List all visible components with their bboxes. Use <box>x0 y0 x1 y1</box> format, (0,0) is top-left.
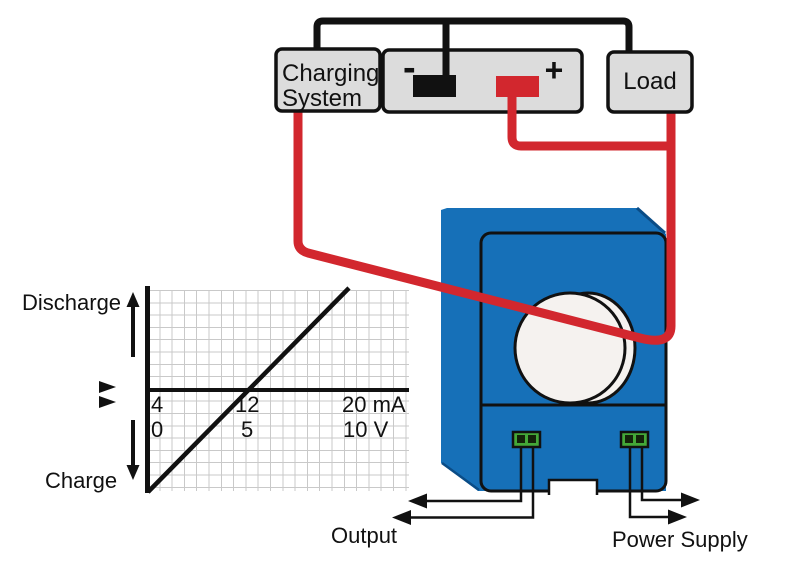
load-label: Load <box>623 68 676 95</box>
left-arrow-icon <box>392 510 411 525</box>
discharge-label: Discharge <box>22 290 121 315</box>
current-sensor <box>392 206 700 525</box>
right-arrow-icon <box>681 492 700 508</box>
tick-10v: 10 V <box>343 417 389 442</box>
red-positive-wire <box>507 95 669 151</box>
power-lead-arrows <box>628 447 700 525</box>
tick-5v: 5 <box>241 417 253 442</box>
tick-4ma: 4 <box>151 392 163 417</box>
output-terminal-block <box>511 430 542 449</box>
din-rail-notch <box>547 478 599 495</box>
sensor-top-bevel-edge <box>636 206 666 235</box>
row-pointer-v-icon <box>99 396 116 408</box>
charging-system-label-line1: Charging <box>282 60 379 87</box>
charging-system-box <box>274 47 382 113</box>
battery-plus-symbol: + <box>545 52 564 88</box>
down-arrow-icon <box>126 420 140 480</box>
output-label: Output <box>331 523 397 548</box>
black-negative-wire <box>313 17 633 56</box>
charge-discharge-chart <box>99 286 409 494</box>
output-lead-arrows <box>392 447 535 525</box>
battery-positive-terminal <box>496 76 539 97</box>
row-pointer-ma-icon <box>99 381 116 393</box>
battery-negative-terminal <box>413 75 456 97</box>
right-arrow-icon <box>668 509 687 525</box>
power-supply-label: Power Supply <box>612 527 748 552</box>
sensor-bottom-bevel-edge <box>441 461 480 492</box>
aperture-front-rim <box>513 291 627 405</box>
battery-minus-symbol: - <box>403 47 416 89</box>
charge-label: Charge <box>45 468 117 493</box>
tick-20ma: 20 mA <box>342 392 406 417</box>
tick-0v: 0 <box>151 417 163 442</box>
power-terminal-block <box>619 430 650 449</box>
tick-12ma: 12 <box>235 392 259 417</box>
transfer-curve-line <box>146 286 351 494</box>
left-arrow-icon <box>408 493 427 509</box>
charging-system-label-line2: System <box>282 85 362 112</box>
red-sense-wire <box>293 110 676 345</box>
up-arrow-icon <box>126 292 140 357</box>
load-box <box>606 50 694 114</box>
